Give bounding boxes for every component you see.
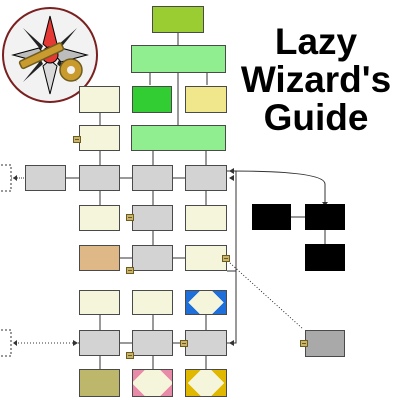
gold-corner-node[interactable]: [185, 369, 227, 397]
green-node-bottom[interactable]: [131, 125, 226, 151]
dark-gray-node[interactable]: [305, 330, 345, 357]
title-line-2: Wizard's: [240, 59, 392, 100]
gray-node-left[interactable]: [25, 165, 66, 191]
key-icon: [126, 214, 134, 221]
khaki-node[interactable]: [79, 369, 120, 397]
key-icon: [300, 340, 308, 347]
logo: [1, 6, 99, 104]
title-line-3: Guide: [263, 97, 369, 138]
key-icon: [73, 136, 81, 143]
gray-node-3b[interactable]: [132, 245, 173, 271]
gray-node-1b[interactable]: [132, 165, 173, 191]
black-node-bottom[interactable]: [305, 244, 345, 271]
gray-node-1a[interactable]: [79, 165, 120, 191]
gray-node-5a[interactable]: [79, 330, 120, 356]
root-node[interactable]: [152, 6, 204, 33]
black-node-right[interactable]: [305, 204, 345, 230]
tan-node[interactable]: [79, 245, 120, 271]
light-node-b[interactable]: [79, 125, 120, 151]
light-node-a[interactable]: [79, 86, 120, 113]
light-node-4b[interactable]: [132, 290, 173, 315]
yellow-node[interactable]: [185, 86, 227, 113]
dark-green-node[interactable]: [132, 86, 172, 113]
key-icon: [126, 352, 134, 359]
gray-node-1c[interactable]: [185, 165, 227, 191]
light-node-3c[interactable]: [185, 245, 227, 271]
title-line-1: Lazy: [274, 21, 358, 62]
gray-node-5c[interactable]: [185, 330, 227, 356]
key-icon: [126, 267, 134, 274]
compass-star-with-key-icon: [2, 7, 98, 103]
blue-corner-node[interactable]: [185, 290, 227, 315]
green-node-top[interactable]: [131, 45, 226, 73]
gray-node-2b[interactable]: [132, 205, 173, 231]
gray-node-5b[interactable]: [132, 330, 173, 356]
black-node-left[interactable]: [252, 204, 291, 230]
light-node-2a[interactable]: [79, 205, 120, 231]
key-icon: [222, 255, 230, 262]
light-node-4a[interactable]: [79, 290, 120, 315]
pink-corner-node[interactable]: [132, 369, 173, 397]
key-icon: [180, 340, 188, 347]
light-node-2c[interactable]: [185, 205, 227, 231]
